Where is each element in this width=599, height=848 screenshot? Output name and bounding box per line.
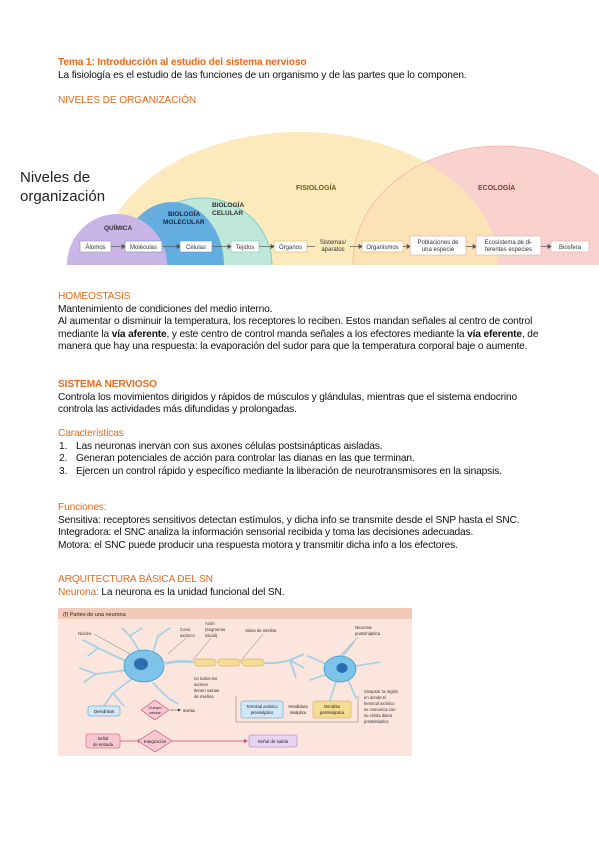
cellular-biology-label-2: CELULAR bbox=[212, 210, 243, 217]
integracion-diamond bbox=[137, 729, 173, 753]
step-organos: Órganos bbox=[279, 244, 302, 251]
caracteristicas-heading: Características bbox=[58, 428, 124, 439]
homeostasis-heading: HOMEOSTASIS bbox=[58, 291, 131, 302]
myelin-sheath bbox=[193, 658, 265, 667]
label-cuerpo-1: Cuerpo bbox=[148, 705, 162, 710]
step-moleculas: Moléculas bbox=[130, 245, 157, 251]
neuron-figure-background bbox=[58, 608, 412, 756]
label-sinapsis-5: su célula diana bbox=[364, 713, 393, 718]
label-dendrita-post-1: Dendrita bbox=[324, 704, 340, 709]
step-sistemas: Sistemas/aparatos bbox=[320, 240, 347, 253]
neurona-label: Neurona: bbox=[58, 586, 99, 598]
label-no-todos-1: no todos los bbox=[194, 676, 217, 681]
label-integracion: Integración bbox=[144, 739, 167, 744]
step-arrows bbox=[111, 243, 552, 250]
homeostasis-paragraph: Al aumentar o disminuir la temperatura, … bbox=[58, 316, 539, 353]
funciones-heading: Funciones: bbox=[58, 502, 107, 513]
label-vaina: Vaina de mielina bbox=[245, 628, 277, 633]
molecular-biology-label-2: MOLECULAR bbox=[163, 219, 205, 226]
chemistry-label: QUÍMICA bbox=[104, 223, 132, 232]
caracteristicas-section: Características 1.Las neuronas inervan c… bbox=[58, 428, 548, 478]
label-terminal-2: presináptico bbox=[251, 710, 274, 715]
neurona-line: Neurona: La neurona es la unidad funcion… bbox=[58, 586, 285, 598]
levels-figure-title-1: Niveles de bbox=[20, 169, 90, 186]
step-tejidos: Tejidos bbox=[236, 245, 255, 251]
list-item: 1.Las neuronas inervan con sus axones cé… bbox=[59, 440, 383, 452]
label-neurona-post-2: postsináptica bbox=[355, 631, 381, 636]
terminal-box bbox=[240, 700, 284, 719]
intro-section: Tema 1: Introducción al estudio del sist… bbox=[58, 57, 558, 108]
label-soma: soma bbox=[183, 709, 195, 714]
label-dendritas: Dendritas bbox=[94, 709, 115, 715]
label-cono-2: axónico bbox=[180, 633, 195, 638]
label-no-todos-3: tienen vainas bbox=[194, 688, 219, 693]
label-senal-salida: Señal de salida bbox=[258, 739, 289, 744]
label-hendidura-2: sináptica bbox=[290, 710, 307, 715]
page-title: Tema 1: Introducción al estudio del sist… bbox=[58, 57, 307, 68]
label-sinapsis-1: Sinapsis: la región bbox=[364, 689, 399, 694]
label-cuerpo-2: celular bbox=[149, 710, 161, 715]
label-axon-2: (segmento bbox=[205, 627, 226, 632]
label-dendrita-post-2: postsináptica bbox=[320, 710, 345, 715]
homeostasis-line1: Mantenimiento de condiciones del medio i… bbox=[58, 303, 273, 315]
arquitectura-section: ARQUITECTURA BÁSICA DEL SN Neurona: La n… bbox=[58, 574, 548, 599]
label-hendidura-1: Hendidura bbox=[288, 704, 308, 709]
nucleus bbox=[134, 658, 148, 670]
label-no-todos-4: de mielina bbox=[194, 694, 214, 699]
label-senal-entrada-1: Señal bbox=[98, 736, 109, 741]
label-sinapsis-2: en donde el bbox=[364, 695, 386, 700]
label-sinapsis-4: se comunica con bbox=[364, 707, 396, 712]
label-axon-3: inicial) bbox=[205, 633, 218, 638]
label-sinapsis-6: postsináptica bbox=[364, 719, 389, 724]
list-item: 3.Ejercen un control rápido y específico… bbox=[59, 465, 502, 477]
label-senal-entrada-2: de entrada bbox=[93, 742, 114, 747]
cellular-biology-label-1: BIOLOGÍA bbox=[212, 200, 244, 209]
caracteristicas-list: 1.Las neuronas inervan con sus axones cé… bbox=[58, 441, 548, 479]
label-nucleo: Núcleo bbox=[78, 631, 92, 636]
via-aferente: vía aferente bbox=[111, 328, 167, 340]
label-axon-1: Axón bbox=[205, 621, 215, 626]
arquitectura-heading: ARQUITECTURA BÁSICA DEL SN bbox=[58, 574, 213, 585]
step-celulas: Células bbox=[186, 245, 206, 251]
levels-of-organization-figure: Niveles de organización QUÍMICA BIOLOGÍA… bbox=[20, 132, 599, 265]
dendrita-post-box bbox=[312, 700, 352, 719]
levels-figure-title-2: organización bbox=[20, 188, 105, 205]
sistema-text: Controla los movimientos dirigidos y ráp… bbox=[58, 391, 518, 416]
sistema-heading: SISTEMA NERVIOSO bbox=[58, 379, 157, 390]
dendritas-box bbox=[87, 705, 121, 717]
homeostasis-section: HOMEOSTASIS Mantenimiento de condiciones… bbox=[58, 291, 548, 354]
step-organismos: Organismos bbox=[366, 245, 398, 251]
senal-salida-box bbox=[248, 734, 298, 748]
funcion-motora: Motora: el SNC puede producir una respue… bbox=[58, 539, 458, 551]
ecology-label: ECOLOGÍA bbox=[478, 183, 515, 192]
label-cono-1: Cono bbox=[180, 627, 191, 632]
levels-heading: NIVELES DE ORGANIZACIÓN bbox=[58, 95, 197, 107]
label-sinapsis-3: terminal axónico bbox=[364, 701, 395, 706]
funcion-integradora: Integradora: el SNC analiza la informaci… bbox=[58, 527, 474, 539]
label-neurona-post-1: Neurona bbox=[355, 625, 372, 630]
label-no-todos-2: axones bbox=[194, 682, 208, 687]
list-item: 2.Generan potenciales de acción para con… bbox=[59, 453, 415, 465]
neuron-figure-title: (f) Partes de una neurona bbox=[63, 612, 127, 618]
funciones-section: Funciones: Sensitiva: receptores sensiti… bbox=[58, 502, 548, 552]
step-ecosistema: Ecosistema de di-ferentes especies bbox=[485, 240, 533, 253]
molecular-biology-label-1: BIOLOGÍA bbox=[168, 209, 200, 218]
funcion-sensitiva: Sensitiva: receptores sensitivos detecta… bbox=[58, 514, 520, 526]
cuerpo-celular-diamond bbox=[140, 699, 170, 721]
sistema-nervioso-section: SISTEMA NERVIOSO Controla los movimiento… bbox=[58, 379, 548, 417]
physiology-definition: La fisiología es el estudio de las funci… bbox=[58, 69, 467, 81]
via-eferente: vía eferente bbox=[467, 328, 522, 340]
step-biosfera: Biosfera bbox=[559, 245, 582, 251]
neuron-figure: (f) Partes de una neurona Núcleo Cono ax… bbox=[58, 608, 412, 756]
label-terminal-1: Terminal axónico bbox=[246, 704, 278, 709]
physiology-label: FISIOLOGÍA bbox=[296, 183, 336, 192]
step-atomos: Átomos bbox=[85, 244, 105, 251]
levels-steps-row: Átomos Moléculas Células Tejidos Órganos… bbox=[79, 235, 590, 256]
